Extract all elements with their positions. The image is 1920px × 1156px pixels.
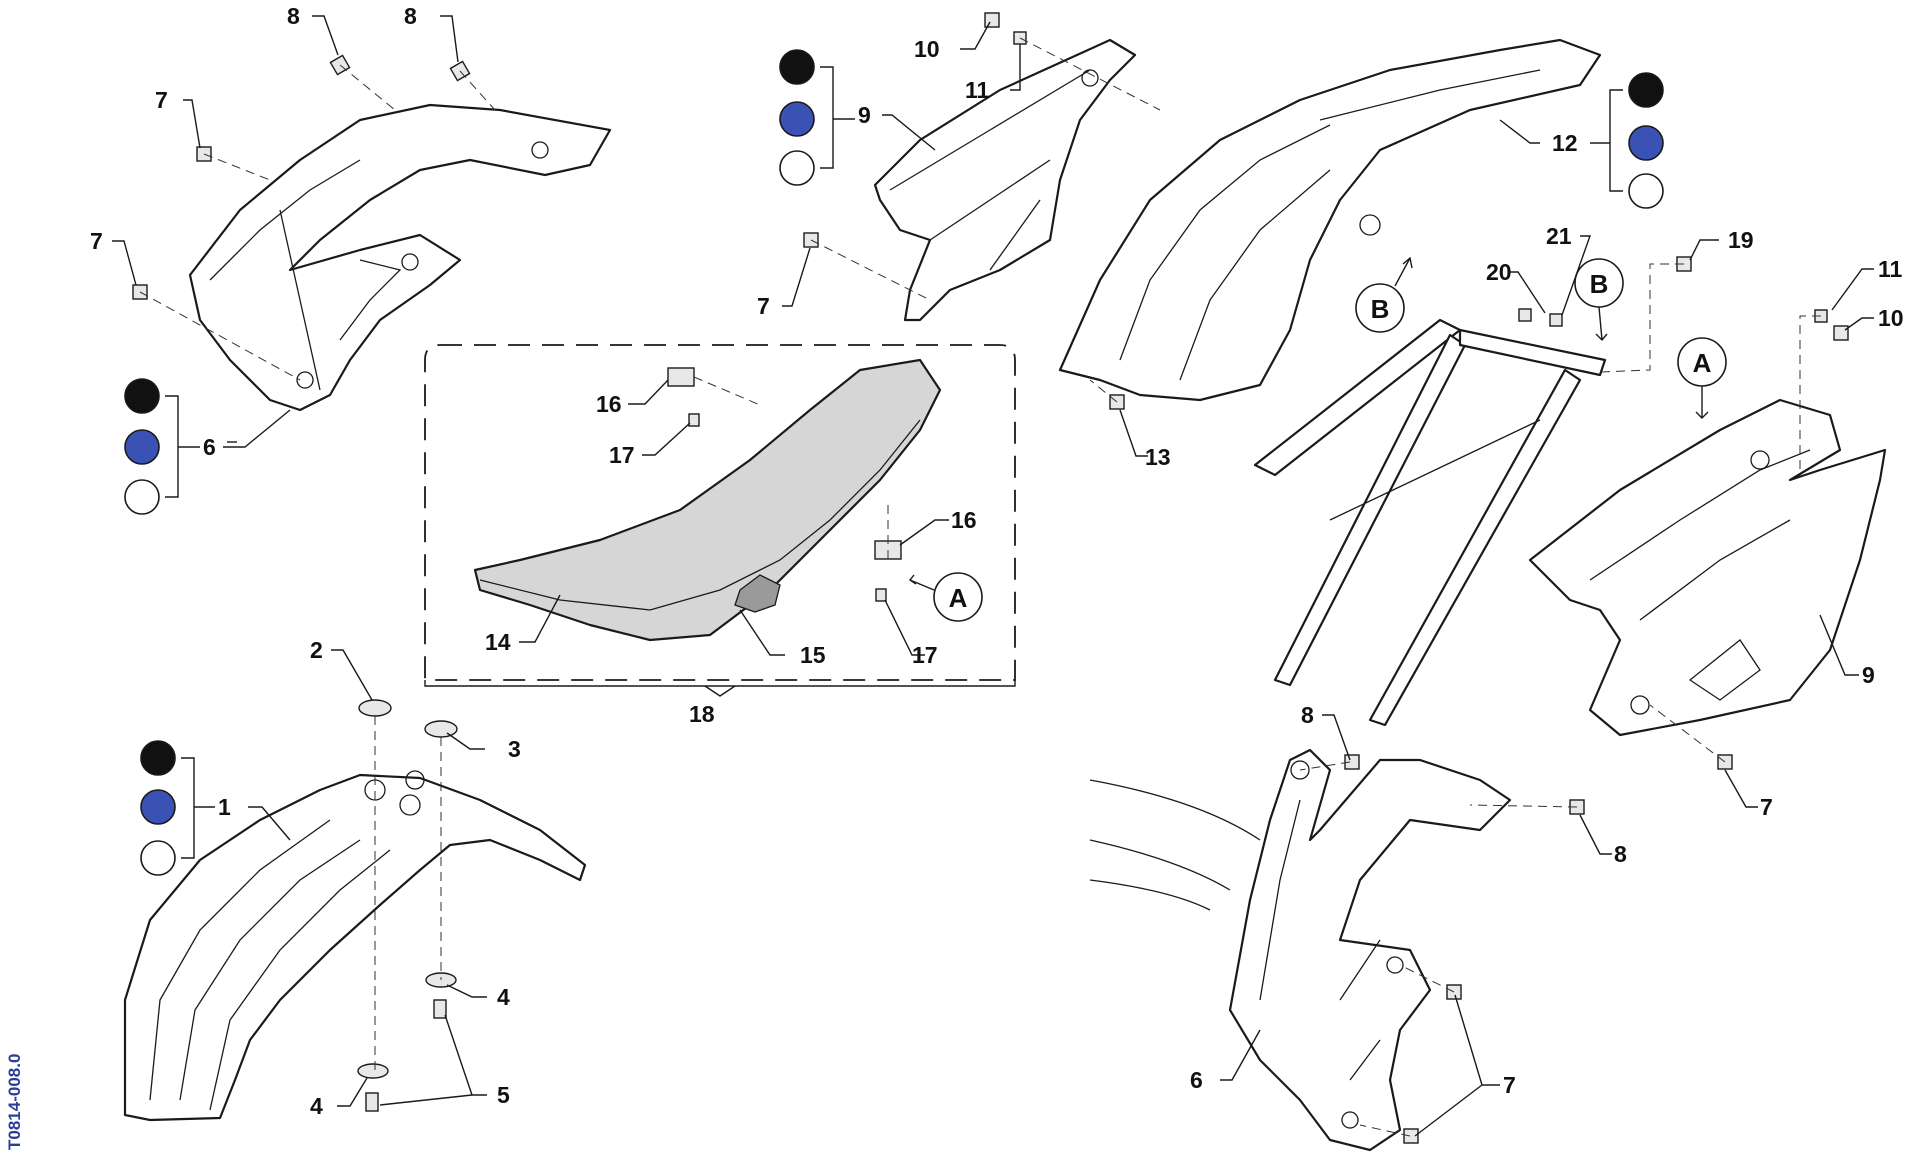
seat-group <box>424 344 1016 697</box>
color-options-rear-fender <box>1590 72 1664 209</box>
reference-markers: B B A A <box>908 256 1727 622</box>
washer-icon <box>424 720 458 738</box>
color-swatch-black <box>124 378 160 414</box>
callout-17: 17 <box>912 642 938 668</box>
callout-16: 16 <box>596 391 622 417</box>
washer-icon <box>358 699 392 717</box>
screw-icon <box>688 413 700 427</box>
callout-7: 7 <box>1503 1072 1516 1098</box>
side-panel-left <box>873 38 1137 322</box>
callout-2: 2 <box>310 637 323 663</box>
callout-6: 6 <box>1190 1067 1203 1093</box>
callout-8: 8 <box>404 3 417 29</box>
color-swatch-white <box>124 479 160 515</box>
radiator-shroud-left <box>188 103 612 412</box>
callout-12: 12 <box>1552 130 1578 156</box>
callout-8: 8 <box>287 3 300 29</box>
reference-a-circle: A <box>949 583 968 613</box>
side-panel-right <box>1528 398 1887 737</box>
callout-17: 17 <box>609 442 635 468</box>
callout-20: 20 <box>1486 259 1512 285</box>
color-swatch-black <box>140 740 176 776</box>
bracket-icon <box>667 367 695 387</box>
color-swatch-white <box>140 840 176 876</box>
callout-8: 8 <box>1301 702 1314 728</box>
reference-b-circle: B <box>1590 269 1609 299</box>
screw-icon <box>1549 313 1563 327</box>
color-options-front-fender <box>140 740 215 876</box>
screw-icon <box>1344 754 1360 770</box>
callout-10: 10 <box>1878 305 1904 331</box>
callout-11: 11 <box>1878 256 1903 282</box>
color-swatch-blue <box>124 429 160 465</box>
callout-7: 7 <box>155 87 168 113</box>
callout-13: 13 <box>1145 444 1171 470</box>
callout-19: 19 <box>1728 227 1754 253</box>
front-fender <box>123 770 587 1122</box>
washer-icon <box>357 1063 389 1079</box>
callout-5: 5 <box>497 1082 510 1108</box>
color-options-side-panel <box>779 49 855 186</box>
callout-15: 15 <box>800 642 826 668</box>
callout-7: 7 <box>1760 794 1773 820</box>
rear-subframe <box>1253 318 1607 727</box>
callout-10: 10 <box>914 36 940 62</box>
color-options-shroud <box>124 378 200 515</box>
color-swatch-white <box>1628 173 1664 209</box>
callout-9: 9 <box>1862 662 1875 688</box>
callouts: 8 8 7 7 6 10 11 9 7 12 13 21 20 19 11 10… <box>90 3 1904 1119</box>
callout-4: 4 <box>310 1093 323 1119</box>
color-swatch-blue <box>140 789 176 825</box>
callout-4: 4 <box>497 984 510 1010</box>
callout-11: 11 <box>965 77 990 103</box>
screw-icon <box>984 12 1000 28</box>
color-swatch-blue <box>779 101 815 137</box>
color-swatch-white <box>779 150 815 186</box>
screw-icon <box>875 588 887 602</box>
callout-7: 7 <box>90 228 103 254</box>
radiator-shroud-right <box>1089 748 1512 1152</box>
callout-1: 1 <box>218 794 231 820</box>
screw-icon <box>433 999 447 1019</box>
callout-18: 18 <box>689 701 715 727</box>
screw-icon <box>1833 325 1849 341</box>
assembly-lines <box>139 37 1821 1137</box>
callout-7: 7 <box>757 293 770 319</box>
leader-lines <box>112 15 1874 1137</box>
reference-a-circle: A <box>1693 348 1712 378</box>
callout-9: 9 <box>858 102 871 128</box>
color-swatch-black <box>1628 72 1664 108</box>
callout-21: 21 <box>1546 223 1572 249</box>
color-swatch-black <box>779 49 815 85</box>
callout-3: 3 <box>508 736 521 762</box>
screw-icon <box>1518 308 1532 322</box>
callout-16: 16 <box>951 507 977 533</box>
reference-b-circle: B <box>1371 294 1390 324</box>
drawing-code: T0814-008.0 <box>5 1054 24 1150</box>
callout-14: 14 <box>485 629 511 655</box>
color-swatch-blue <box>1628 125 1664 161</box>
callout-6: 6 <box>203 434 216 460</box>
callout-8: 8 <box>1614 841 1627 867</box>
rear-fender <box>1058 38 1602 402</box>
screw-icon <box>1403 1128 1419 1144</box>
screw-icon <box>365 1092 379 1112</box>
